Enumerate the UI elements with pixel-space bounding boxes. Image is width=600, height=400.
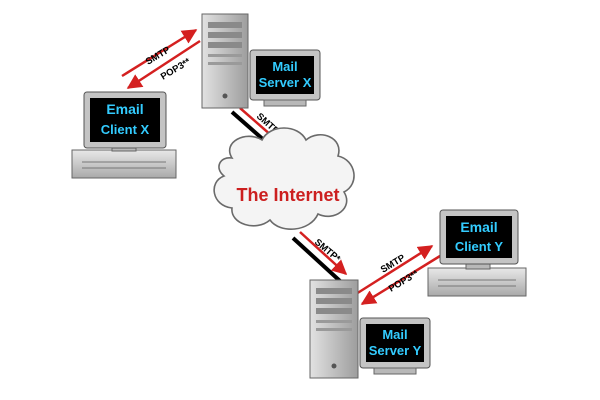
- server-x-line2: Server X: [259, 75, 312, 90]
- server-tower-icon: [201, 13, 249, 109]
- link-server-y-client-y: SMTP POP3**: [355, 244, 441, 306]
- internet-cloud: The Internet: [213, 127, 355, 230]
- smtp-arrow-up: [121, 28, 198, 78]
- smtp-arrow-internet-y: [299, 231, 348, 276]
- cloud-icon: [213, 127, 355, 230]
- server-x-machine: Mail Server X: [201, 13, 321, 109]
- server-y-line1: Mail: [382, 327, 407, 342]
- client-y-line2: Client Y: [455, 239, 503, 254]
- client-x-computer: Email Client X: [71, 91, 177, 179]
- server-y-screen: [366, 324, 424, 362]
- server-x-screen: [256, 56, 314, 94]
- link-client-x-server-x: SMTP POP3**: [121, 28, 201, 90]
- link-internet-server-y: SMTP*: [291, 231, 348, 283]
- client-x-line2: Client X: [101, 122, 150, 137]
- client-y-screen: [446, 216, 512, 258]
- client-x-screen: [90, 98, 160, 142]
- smtp-arrow-y: [355, 244, 434, 296]
- client-y-line1: Email: [460, 219, 497, 235]
- pop3-arrow-down: [126, 39, 201, 90]
- server-y-machine: Mail Server Y: [309, 279, 431, 379]
- server-x-line1: Mail: [272, 59, 297, 74]
- smtp-label-y: SMTP: [379, 252, 408, 275]
- client-x-line1: Email: [106, 101, 143, 117]
- client-y-computer: Email Client Y: [427, 209, 527, 297]
- internet-label: The Internet: [236, 185, 339, 205]
- pop3-label-x: POP3**: [159, 56, 193, 82]
- server-y-line2: Server Y: [369, 343, 422, 358]
- pop3-arrow-y: [360, 254, 441, 306]
- server-tower-icon: [309, 279, 359, 379]
